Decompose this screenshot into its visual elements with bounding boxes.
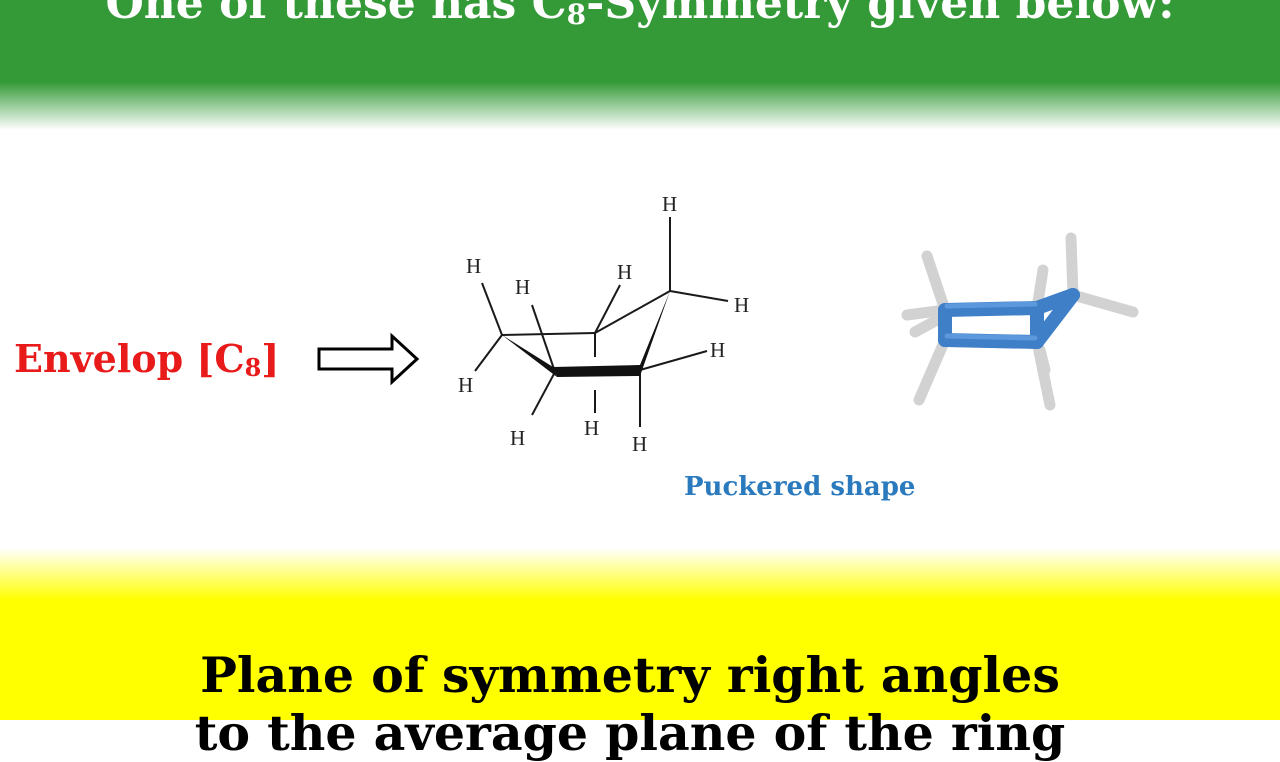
svg-text:H: H <box>584 416 599 440</box>
svg-text:H: H <box>632 432 647 456</box>
footer-line-2: to the average plane of the ring <box>194 704 1066 762</box>
slide-title: One of these has C8-Symmetry given below… <box>105 0 1175 31</box>
svg-text:H: H <box>515 275 530 299</box>
footer-line-1: Plane of symmetry right angles <box>200 646 1060 704</box>
svg-text:H: H <box>662 192 677 216</box>
hollow-right-arrow-icon <box>317 332 420 386</box>
svg-text:H: H <box>466 254 481 278</box>
svg-text:H: H <box>617 260 632 284</box>
envelop-label: Envelop [C8] <box>14 336 280 382</box>
puckered-shape-caption: Puckered shape <box>684 472 916 502</box>
svg-text:H: H <box>710 338 725 362</box>
svg-text:H: H <box>734 293 749 317</box>
footer-band <box>0 548 1280 720</box>
svg-text:H: H <box>510 426 525 450</box>
svg-text:H: H <box>458 373 473 397</box>
cyclopentane-envelope-structure: H H H H H H H H H H <box>458 192 749 456</box>
ball-and-stick-model <box>901 232 1139 411</box>
header-band <box>0 0 1280 132</box>
